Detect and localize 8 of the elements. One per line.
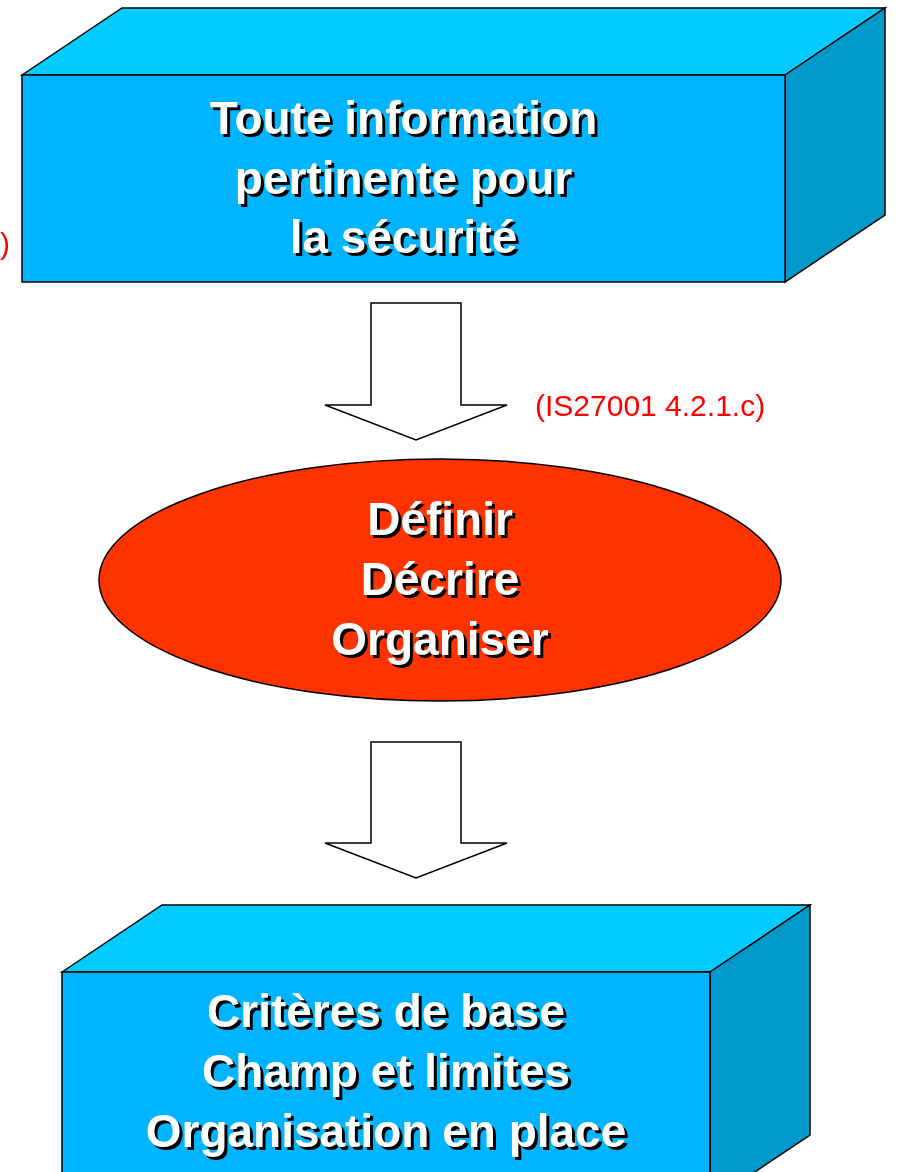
block-arrow [324,741,508,879]
node-text: Organiser [331,611,549,667]
reference-text-fragment: ) [0,229,10,259]
edge-label: (IS27001 4.2.1.c) [535,391,766,421]
node-text: Définir [367,492,513,548]
process-ellipse [98,458,782,702]
node-text: Décrire [360,552,520,608]
block-arrow [324,302,508,441]
